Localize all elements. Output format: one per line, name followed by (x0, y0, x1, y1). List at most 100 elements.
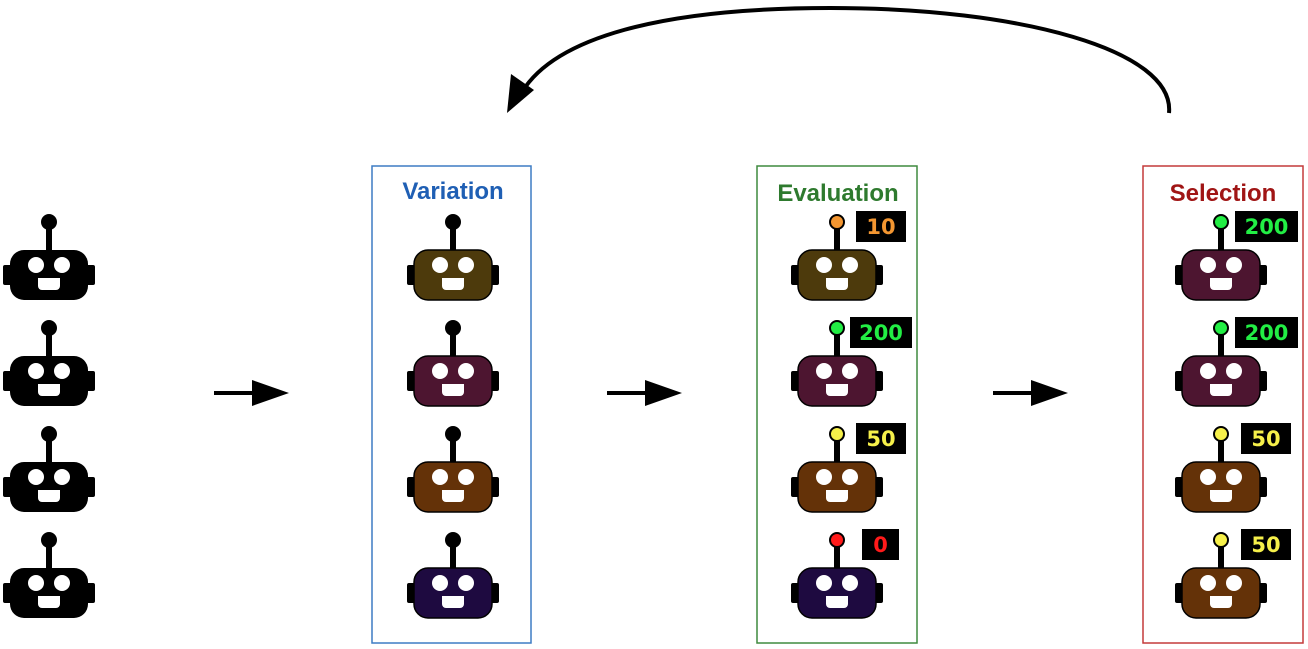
robot-antenna (46, 542, 52, 569)
score-value: 50 (1251, 427, 1280, 451)
antenna-light-icon (1213, 214, 1229, 230)
variation-robots (407, 214, 499, 619)
robot-mouth (1210, 490, 1232, 502)
antenna-light-icon (1213, 320, 1229, 336)
score-value: 200 (1245, 215, 1289, 239)
score-value: 50 (1251, 533, 1280, 557)
robot-eye (842, 575, 858, 591)
robot-eye (54, 575, 70, 591)
robot-head (413, 355, 493, 407)
robot-head (797, 355, 877, 407)
score-badge: 200 (1235, 317, 1298, 348)
score-badge-bg (1235, 211, 1298, 242)
robot-head (1181, 355, 1261, 407)
robot-eye (816, 257, 832, 273)
arrow-to-selection (993, 380, 1068, 406)
evaluation-robots: 10 200 50 0 (791, 211, 912, 619)
robot-eye (1200, 575, 1216, 591)
score-value: 200 (859, 321, 903, 345)
score-badge-bg (1241, 423, 1291, 454)
antenna-light-icon (829, 532, 845, 548)
robot-head (10, 250, 88, 300)
robot-mouth (442, 596, 464, 608)
robot-eye (54, 363, 70, 379)
robot-eye (1226, 257, 1242, 273)
variation-box (371, 165, 532, 644)
robot-antenna (450, 224, 456, 251)
score-value: 0 (873, 533, 888, 557)
antenna-ball-icon (41, 214, 57, 230)
robot-head (10, 568, 88, 618)
arrow-to-variation (214, 380, 289, 406)
antenna-light-icon (1213, 426, 1229, 442)
score-badge-bg (1235, 317, 1298, 348)
robot-mouth (826, 596, 848, 608)
variation-robot-icon (407, 214, 499, 301)
robot-eye (28, 363, 44, 379)
score-value: 200 (1245, 321, 1289, 345)
score-badge-bg (850, 317, 912, 348)
robot-mouth (826, 278, 848, 290)
variation-robot-icon (407, 532, 499, 619)
robot-antenna (46, 224, 52, 251)
population-robot-icon (3, 532, 95, 618)
robot-eye (842, 363, 858, 379)
evaluation-title: Evaluation (777, 180, 898, 207)
robot-antenna (834, 224, 840, 251)
variation-robot-icon (407, 320, 499, 407)
evaluation-box (756, 165, 918, 644)
robot-eye (432, 469, 448, 485)
robot-head (413, 461, 493, 513)
antenna-ball-icon (41, 532, 57, 548)
robot-mouth (442, 490, 464, 502)
robot-head (413, 249, 493, 301)
robot-eye (842, 257, 858, 273)
robot-eye (816, 469, 832, 485)
evaluation-robot-icon (791, 214, 883, 301)
robot-head (10, 462, 88, 512)
robot-antenna (834, 542, 840, 569)
robot-antenna (834, 436, 840, 463)
robot-eye (1226, 575, 1242, 591)
robot-antenna (834, 330, 840, 357)
score-badge-bg (856, 423, 906, 454)
robot-head (797, 461, 877, 513)
antenna-light-icon (829, 320, 845, 336)
robot-head (1181, 567, 1261, 619)
antenna-ball-icon (445, 532, 461, 548)
score-badge: 200 (1235, 211, 1298, 242)
selection-robot-icon (1175, 426, 1267, 513)
antenna-ball-icon (41, 320, 57, 336)
score-badge: 50 (1241, 423, 1291, 454)
robot-antenna (450, 436, 456, 463)
selection-robot-icon (1175, 532, 1267, 619)
initial-population (3, 214, 95, 618)
robot-mouth (38, 596, 60, 608)
robot-eye (54, 469, 70, 485)
antenna-ball-icon (445, 320, 461, 336)
robot-eye (1226, 363, 1242, 379)
score-badge: 10 (856, 211, 906, 242)
score-badge-bg (856, 211, 906, 242)
antenna-ball-icon (41, 426, 57, 442)
score-badge: 50 (856, 423, 906, 454)
score-badge-bg (1241, 529, 1291, 560)
robot-antenna (1218, 224, 1224, 251)
robot-antenna (1218, 330, 1224, 357)
feedback-loop-arrow (507, 5, 1172, 114)
antenna-light-icon (1213, 532, 1229, 548)
robot-eye (458, 363, 474, 379)
robot-eye (28, 575, 44, 591)
population-robot-icon (3, 320, 95, 406)
selection-robots: 200 200 50 50 (1175, 211, 1298, 619)
score-badge: 0 (862, 529, 899, 560)
variation-robot-icon (407, 426, 499, 513)
robot-mouth (1210, 596, 1232, 608)
robot-antenna (46, 330, 52, 357)
selection-robot-icon (1175, 214, 1267, 301)
selection-title: Selection (1170, 180, 1277, 207)
score-badge: 200 (850, 317, 912, 348)
arrow-to-evaluation (607, 380, 682, 406)
robot-mouth (1210, 384, 1232, 396)
